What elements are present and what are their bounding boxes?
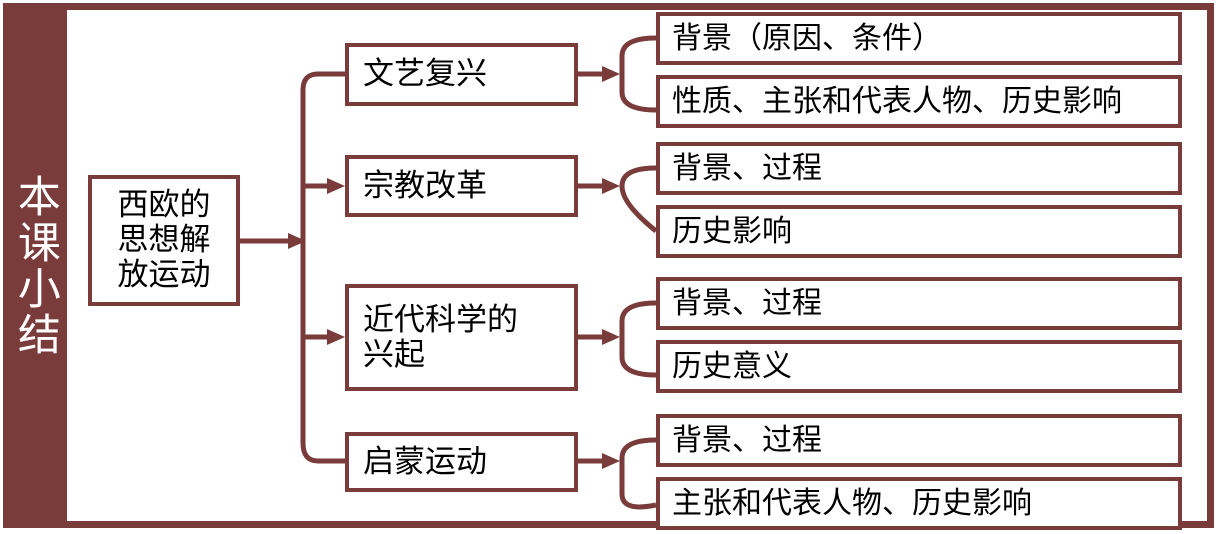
category-node-modern-science[interactable]: 近代科学的 兴起 (345, 284, 578, 391)
arrow-root-to-trunk (288, 233, 306, 249)
category-node-renaissance[interactable]: 文艺复兴 (345, 43, 578, 106)
connector-main-trunk (300, 71, 319, 464)
category-node-enlightenment[interactable]: 启蒙运动 (345, 432, 578, 492)
arrow-trunk-to-cat-2 (327, 329, 345, 345)
detail-node[interactable]: 背景、过程 (656, 142, 1182, 195)
bracket-group-3 (619, 437, 657, 510)
frame-bottom-border (3, 521, 1214, 528)
detail-node[interactable]: 历史意义 (656, 340, 1182, 393)
root-node[interactable]: 西欧的 思想解 放运动 (88, 175, 240, 306)
detail-node[interactable]: 主张和代表人物、历史影响 (656, 477, 1182, 530)
root-node-label: 西欧的 思想解 放运动 (117, 187, 211, 293)
detail-node-label: 性质、主张和代表人物、历史影响 (672, 83, 1122, 119)
bracket-group-0 (619, 35, 657, 113)
detail-node-label: 背景、过程 (672, 422, 822, 458)
lesson-summary-banner: 本课小结 (3, 3, 67, 528)
detail-node[interactable]: 背景、过程 (656, 277, 1182, 330)
detail-node-label: 历史影响 (672, 213, 792, 249)
detail-node[interactable]: 性质、主张和代表人物、历史影响 (656, 75, 1182, 128)
arrow-cat-0-to-bracket (602, 66, 620, 82)
detail-node-label: 背景、过程 (672, 285, 822, 321)
detail-node-label: 主张和代表人物、历史影响 (672, 485, 1032, 521)
detail-node[interactable]: 背景、过程 (656, 414, 1182, 467)
category-node-label: 启蒙运动 (363, 443, 487, 480)
detail-node[interactable]: 历史影响 (656, 205, 1182, 258)
bracket-group-2 (619, 300, 657, 378)
category-node-reformation[interactable]: 宗教改革 (345, 155, 578, 217)
arrow-cat-1-to-bracket (602, 178, 620, 194)
category-node-label: 文艺复兴 (363, 56, 487, 93)
lesson-summary-label: 本课小结 (10, 173, 61, 358)
arrow-trunk-to-cat-1 (327, 178, 345, 194)
frame-top-border (62, 3, 1214, 10)
detail-node[interactable]: 背景（原因、条件） (656, 12, 1182, 65)
category-node-label: 近代科学的 兴起 (363, 301, 518, 373)
arrow-cat-2-to-bracket (602, 329, 620, 345)
detail-node-label: 历史意义 (672, 348, 792, 384)
category-node-label: 宗教改革 (363, 167, 487, 204)
frame-right-border (1207, 3, 1214, 528)
arrow-cat-3-to-bracket (602, 453, 620, 469)
bracket-group-1 (619, 165, 658, 233)
detail-node-label: 背景、过程 (672, 150, 822, 186)
detail-node-label: 背景（原因、条件） (672, 20, 942, 56)
